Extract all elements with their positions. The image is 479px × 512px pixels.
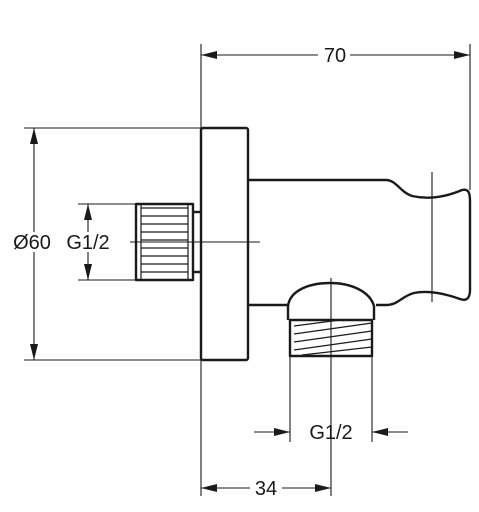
construction-lines: [24, 44, 471, 496]
outlet-thread-hatching: [293, 319, 373, 356]
dimension-inlet-thread-label: G1/2: [66, 232, 109, 254]
dimension-diameter-label: Ø60: [13, 232, 51, 254]
dimension-inlet-thread: G1/2: [66, 204, 110, 280]
dimension-overall-length: 70: [201, 45, 470, 67]
dimension-outlet-thread: G1/2: [254, 422, 408, 444]
wall-flange: [199, 126, 250, 362]
dimension-outlet-offset: 34: [201, 478, 331, 500]
dimension-70-label: 70: [324, 45, 346, 67]
dimension-34-label: 34: [255, 478, 277, 500]
part-outline: [134, 126, 472, 362]
dimension-outlet-thread-label: G1/2: [309, 422, 352, 444]
dimension-flange-diameter: Ø60: [12, 128, 52, 360]
outlet-boss: [286, 281, 376, 320]
holder-body: [248, 178, 472, 307]
